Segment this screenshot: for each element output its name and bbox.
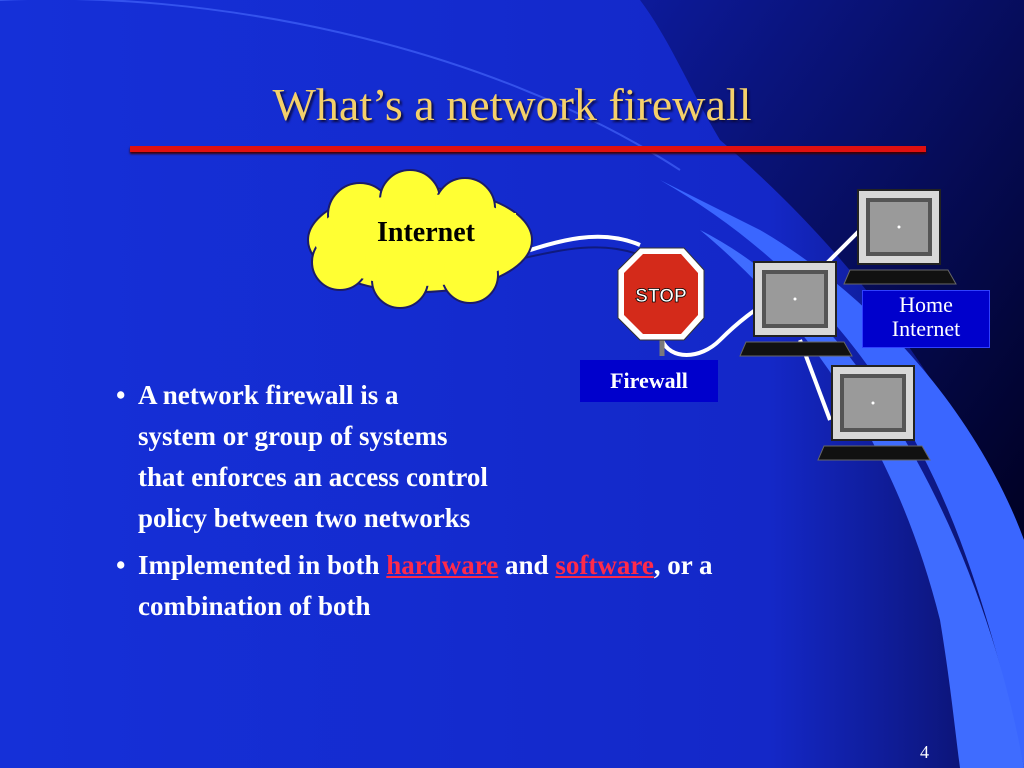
bullet-dot-icon: •: [116, 380, 126, 410]
bullet-2-line-2: combination of both: [138, 591, 371, 621]
home-label-line2: Internet: [891, 316, 961, 341]
title-underline: [130, 146, 926, 152]
hardware-link[interactable]: hardware: [386, 550, 499, 580]
bullet-1-line-1: A network firewall is a: [138, 380, 399, 410]
bullet-dot-icon: •: [116, 550, 126, 580]
bullet-list: • A network firewall is a system or grou…: [112, 375, 892, 627]
software-link[interactable]: software: [555, 550, 654, 580]
bullet-2-text-2: and: [498, 550, 556, 580]
cable-internet-firewall: [514, 234, 641, 257]
bullet-1-line-3: that enforces an access control: [138, 462, 488, 492]
bullet-2-text-3: , or a: [653, 550, 713, 580]
bullet-2-text-1: Implemented in both: [138, 550, 387, 580]
computer-icon: [739, 261, 853, 357]
bullet-item: • A network firewall is a system or grou…: [112, 375, 892, 539]
home-label-line1: Home: [899, 292, 953, 317]
firewall-label: Firewall: [580, 360, 718, 402]
bullet-1-line-2: system or group of systems: [138, 421, 448, 451]
computer-icon: [843, 189, 957, 285]
computer-icon: [817, 365, 931, 461]
internet-label: Internet: [336, 213, 516, 253]
page-number: 4: [920, 742, 929, 762]
stop-sign-text: STOP: [635, 286, 687, 307]
stop-sign-icon: STOP: [617, 247, 705, 356]
bullet-1-line-4: policy between two networks: [138, 503, 471, 533]
slide-title: What’s a network firewall: [272, 79, 752, 130]
home-internet-label: Home Internet: [862, 290, 990, 348]
cable-internet-firewall-shadow: [514, 246, 641, 261]
bullet-item: • Implemented in both hardware and softw…: [112, 545, 892, 627]
